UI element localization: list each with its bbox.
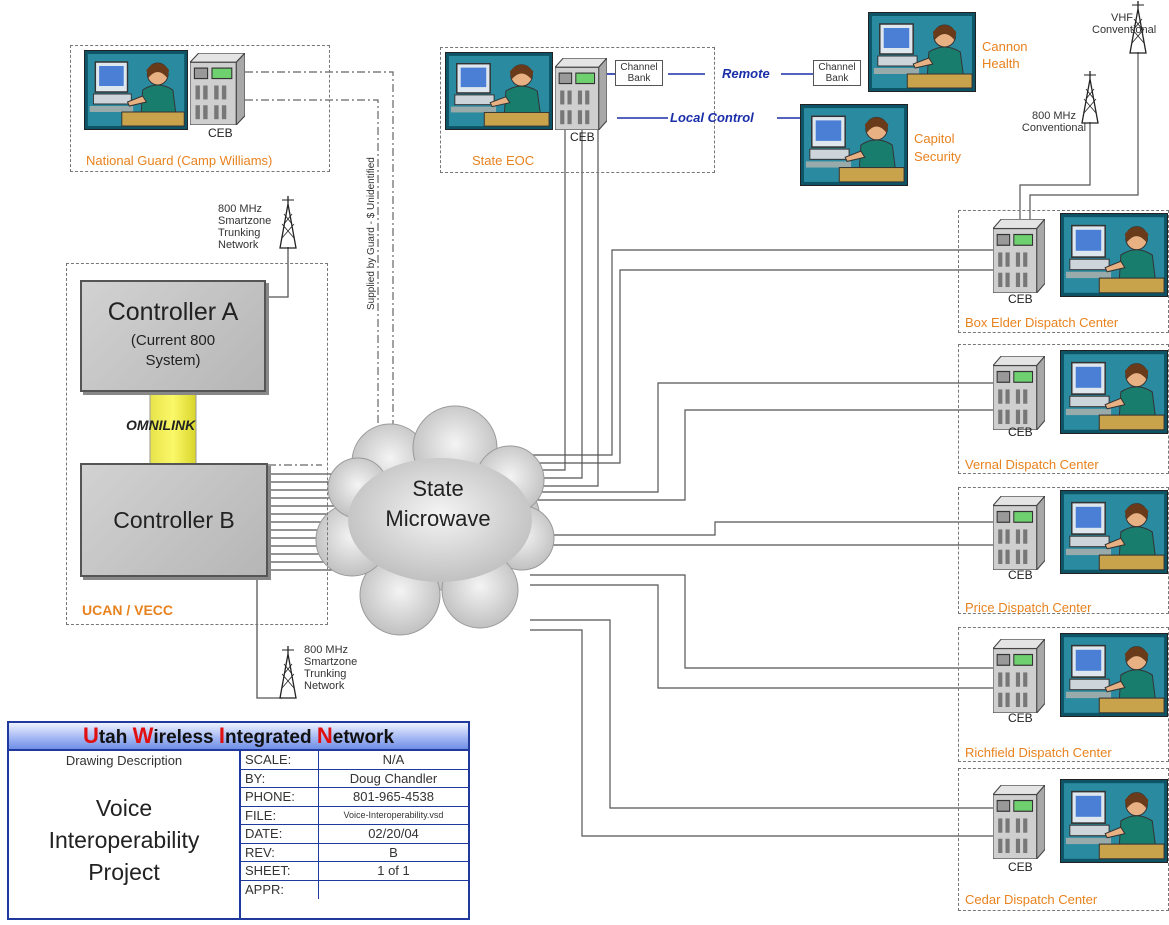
state-microwave-cloud [315, 405, 555, 636]
name-part: Wireless [132, 723, 219, 748]
drawing-description-cell: Drawing Description Voice Interoperabili… [9, 751, 241, 918]
omnilink-label: OMNILINK [126, 417, 196, 433]
controller-a: Controller A (Current 800 System) [80, 280, 266, 392]
drawing-description-label: Drawing Description [65, 753, 183, 768]
operator-workstation-richfield [1060, 633, 1168, 717]
ucan-vecc-label: UCAN / VECC [82, 602, 174, 618]
ceb-cabinet-cedar [993, 785, 1045, 859]
title-block: Utah Wireless Integrated Network Drawing… [7, 721, 470, 920]
ceb-cabinet-box-elder [993, 219, 1045, 293]
operator-workstation-vernal [1060, 350, 1168, 434]
supplied-by-guard-label: Supplied by Guard - $ Unidentified [366, 157, 377, 310]
smartzone-bottom-label: 800 MHz Smartzone Trunking Network [304, 644, 358, 692]
channel-bank-eoc: Channel Bank [615, 60, 663, 86]
dispatch-lines [510, 249, 1000, 837]
guard-link-lines [245, 71, 394, 466]
controller-a-subtitle: (Current 800 System) [130, 332, 216, 369]
title-block-fields: SCALE:N/A BY:Doug Chandler PHONE:801-965… [241, 751, 468, 918]
controller-b-title: Controller B [113, 507, 235, 533]
ceb-cabinet-price [993, 496, 1045, 570]
name-part: Integrated [218, 723, 317, 748]
operator-workstation-box-elder [1060, 213, 1168, 297]
name-part: Utah [82, 723, 133, 748]
operator-workstation-price [1060, 490, 1168, 574]
national-guard-box [70, 45, 330, 172]
dispatch-label-box-elder: Box Elder Dispatch Center [965, 315, 1119, 330]
state-eoc-box [440, 47, 715, 173]
operator-workstation-cannon-health [868, 12, 976, 92]
dispatch-label-richfield: Richfield Dispatch Center [965, 745, 1112, 760]
ceb-label-richfield: CEB [1008, 711, 1033, 725]
field-row: BY:Doug Chandler [241, 769, 468, 788]
tower-bottom [279, 645, 297, 699]
local-control-label: Local Control [670, 110, 754, 125]
ceb-cabinet-vernal [993, 356, 1045, 430]
operator-workstation-guard [84, 50, 188, 130]
ucan-vecc-box [66, 263, 328, 625]
vhf-conventional-label: VHF Conventional [1092, 12, 1157, 36]
dispatch-label-vernal: Vernal Dispatch Center [965, 457, 1099, 472]
field-row: DATE:02/20/04 [241, 825, 468, 844]
network-name-banner: Utah Wireless Integrated Network [9, 723, 468, 751]
ceb-label-vernal: CEB [1008, 425, 1033, 439]
project-name: Voice Interoperability Project [48, 795, 200, 885]
operator-workstation-capitol-security [800, 104, 908, 186]
name-part: Network [316, 723, 395, 748]
field-row: PHONE:801-965-4538 [241, 788, 468, 807]
ceb-cabinet-richfield [993, 639, 1045, 713]
field-row: REV:B [241, 843, 468, 862]
field-row: SHEET:1 of 1 [241, 862, 468, 881]
ceb-label-guard: CEB [208, 126, 233, 140]
ceb-cabinet-eoc [555, 58, 607, 130]
operator-workstation-eoc [445, 52, 553, 130]
cannon-health-label: Cannon Health [982, 39, 1028, 71]
capitol-security-label: Capitol Security [914, 131, 961, 164]
state-eoc-label: State EOC [472, 153, 535, 168]
ceb-label-box-elder: CEB [1008, 292, 1033, 306]
ceb-label-cedar: CEB [1008, 860, 1033, 874]
state-microwave-label: State Microwave [385, 476, 491, 531]
controller-b: Controller B [80, 463, 268, 577]
field-row: FILE:Voice-Interoperability.vsd [241, 806, 468, 825]
dispatch-label-price: Price Dispatch Center [965, 600, 1092, 615]
conventional-800-label: 800 MHz Conventional [1021, 110, 1087, 134]
national-guard-label: National Guard (Camp Williams) [86, 153, 273, 168]
remote-link-label: Remote [722, 66, 770, 81]
smartzone-top-label: 800 MHz Smartzone Trunking Network [218, 203, 272, 251]
field-row: APPR: [241, 880, 468, 899]
controller-a-title: Controller A [107, 298, 239, 326]
dispatch-label-cedar: Cedar Dispatch Center [965, 892, 1098, 907]
tower-top [279, 195, 297, 249]
ceb-label-price: CEB [1008, 568, 1033, 582]
operator-workstation-cedar [1060, 779, 1168, 863]
field-row: SCALE:N/A [241, 751, 468, 770]
ceb-label-eoc: CEB [570, 130, 595, 144]
channel-bank-remote: Channel Bank [813, 60, 861, 86]
ceb-cabinet-guard [190, 53, 245, 125]
